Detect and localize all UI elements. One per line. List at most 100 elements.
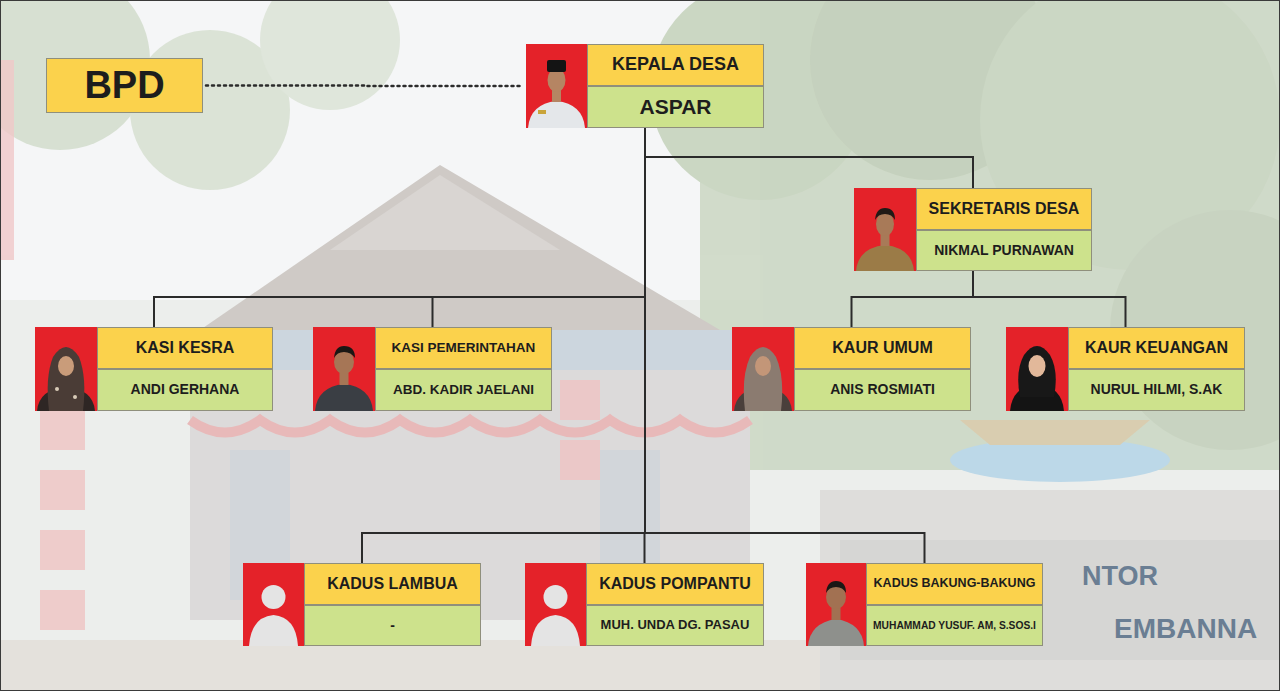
org-connector xyxy=(973,271,1126,327)
uniform xyxy=(528,101,585,128)
photo-ground xyxy=(732,327,794,411)
hijab-pattern xyxy=(55,387,59,391)
photo-ground xyxy=(854,188,916,271)
title-band: KASI PEMERINTAHAN xyxy=(375,327,552,369)
placeholder-photo xyxy=(525,563,586,646)
role-title: SEKRETARIS DESA xyxy=(929,200,1080,218)
person-name: NURUL HILMI, S.AK xyxy=(1091,382,1223,397)
name-band: NURUL HILMI, S.AK xyxy=(1068,369,1245,411)
boat-statue xyxy=(960,420,1150,445)
hijab xyxy=(1018,346,1056,397)
face xyxy=(755,356,771,376)
face xyxy=(1029,355,1046,377)
staff-box: SEKRETARIS DESA NIKMAL PURNAWAN xyxy=(854,188,1092,271)
face xyxy=(58,356,74,376)
portrait-photo xyxy=(806,563,866,646)
flag xyxy=(0,60,14,260)
role-title: KEPALA DESA xyxy=(612,55,739,75)
title-band: KADUS POMPANTU xyxy=(586,563,764,605)
flag-band xyxy=(560,440,600,480)
house-roof xyxy=(200,165,720,330)
flag-band xyxy=(560,380,600,420)
house-gable xyxy=(330,175,560,250)
staff-box: KADUS LAMBUA- xyxy=(243,563,481,646)
office-wall xyxy=(820,490,1280,691)
tree-crown xyxy=(260,0,400,110)
staff-box: KEPALA DESA ASPAR xyxy=(526,44,764,128)
jacket xyxy=(315,384,373,411)
title-band: BPD xyxy=(46,58,203,113)
placeholder-head xyxy=(262,585,286,609)
person-name: MUH. UNDA DG. PASAU xyxy=(601,618,750,632)
role-title: BPD xyxy=(84,65,164,107)
name-band: NIKMAL PURNAWAN xyxy=(916,230,1092,272)
org-connector xyxy=(362,128,645,563)
sign-lettering: NTOR xyxy=(1082,562,1158,592)
person-name: ABD. KADIR JAELANI xyxy=(393,383,534,398)
role-title: KASI PEMERINTAHAN xyxy=(392,341,536,356)
council-box: BPD xyxy=(46,58,203,113)
person-name: ASPAR xyxy=(640,95,712,118)
title-band: SEKRETARIS DESA xyxy=(916,188,1092,230)
staff-box: KADUS BAKUNG-BAKUNG MUHAMMAD YUSUF. AM, S… xyxy=(806,563,1043,646)
hair xyxy=(334,346,355,358)
role-title: KASI KESRA xyxy=(136,339,235,357)
name-band: ABD. KADIR JAELANI xyxy=(375,369,552,411)
hijab xyxy=(48,347,85,411)
org-connector xyxy=(433,128,646,327)
flag-band xyxy=(40,410,85,450)
placeholder-body xyxy=(531,615,580,646)
role-title: KAUR KEUANGAN xyxy=(1085,339,1228,357)
title-band: KEPALA DESA xyxy=(587,44,764,86)
staff-box: KAUR KEUANGAN NURUL HILMI, S.AK xyxy=(1006,327,1245,411)
org-connector xyxy=(645,128,973,188)
org-connector xyxy=(154,128,645,327)
person-name: ANDI GERHANA xyxy=(131,382,240,397)
org-connector xyxy=(852,271,974,327)
name-band: ASPAR xyxy=(587,86,764,128)
photo-ground xyxy=(806,563,866,646)
name-band: MUH. UNDA DG. PASAU xyxy=(586,605,764,647)
person-name: NIKMAL PURNAWAN xyxy=(934,243,1074,258)
role-title: KADUS LAMBUA xyxy=(327,575,458,593)
house xyxy=(190,165,750,620)
neck xyxy=(340,373,349,385)
photo-ground xyxy=(526,44,587,128)
person-name: MUHAMMAD YUSUF. AM, S.SOS.I xyxy=(873,620,1036,631)
flag-band xyxy=(40,590,85,630)
trees-left xyxy=(0,0,400,190)
name-band: MUHAMMAD YUSUF. AM, S.SOS.I xyxy=(866,605,1043,647)
person-name: ANIS ROSMIATI xyxy=(830,382,935,397)
portrait-photo xyxy=(35,327,97,411)
shirt xyxy=(856,245,914,271)
placeholder-photo xyxy=(243,563,304,646)
title-band: KAUR UMUM xyxy=(794,327,971,369)
role-title: KADUS POMPANTU xyxy=(599,575,751,593)
role-title: KADUS BAKUNG-BAKUNG xyxy=(874,577,1036,591)
photo-ground xyxy=(35,327,97,411)
staff-box: KASI KESRA ANDI GERHANA xyxy=(35,327,273,411)
office-sign xyxy=(840,540,1280,660)
dotted-connector xyxy=(206,84,523,87)
placeholder-head xyxy=(544,585,568,609)
name-band: ANIS ROSMIATI xyxy=(794,369,971,411)
staff-box: KADUS POMPANTU MUH. UNDA DG. PASAU xyxy=(525,563,764,646)
hijab xyxy=(744,347,782,411)
title-band: KADUS BAKUNG-BAKUNG xyxy=(866,563,1043,605)
portrait-photo xyxy=(313,327,375,411)
hair xyxy=(826,581,846,593)
flag-band xyxy=(40,470,85,510)
flags xyxy=(0,60,600,630)
title-band: KAUR KEUANGAN xyxy=(1068,327,1245,369)
shirt xyxy=(808,619,864,646)
flag-band xyxy=(40,530,85,570)
photo-ground xyxy=(525,563,586,646)
portrait-photo xyxy=(732,327,794,411)
staff-box: KASI PEMERINTAHAN ABD. KADIR JAELANI xyxy=(313,327,552,411)
portrait-photo xyxy=(854,188,916,271)
title-band: KASI KESRA xyxy=(97,327,273,369)
sign-lettering: EMBANNA xyxy=(1114,614,1257,645)
role-title: KAUR UMUM xyxy=(832,339,932,357)
